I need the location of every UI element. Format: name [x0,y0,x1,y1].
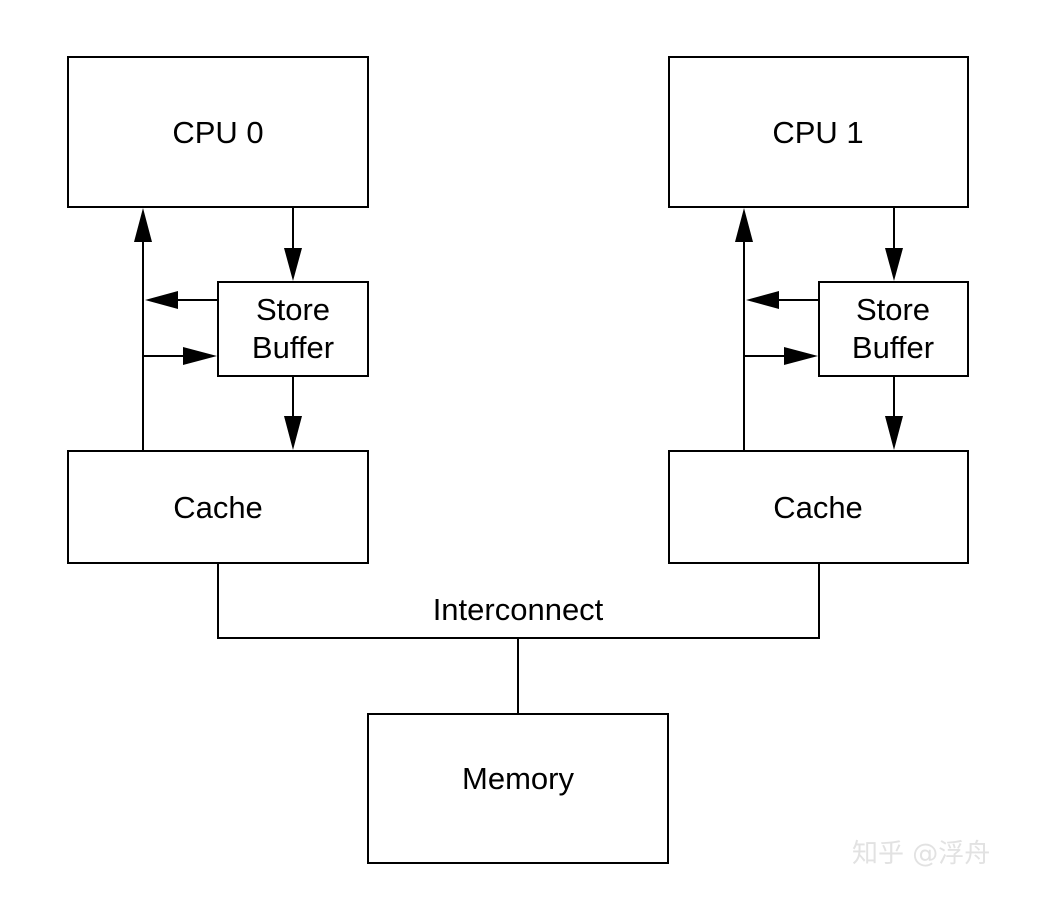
cpu0-label: CPU 0 [172,115,263,150]
arrow-down-icon [284,248,302,281]
arrow-up-icon [134,208,152,242]
cpu1-box [668,56,969,208]
arrow-right-icon [183,347,217,365]
cpu0-cache-label: Cache [173,490,263,525]
arrow-down-icon [885,248,903,281]
cpu1-group: CPU 1 Store Buffer Cache [668,56,969,564]
cpu1-label: CPU 1 [772,115,863,150]
interconnect-label: Interconnect [433,592,604,627]
cpu0-cache-box [67,450,369,564]
arrow-left-icon [746,291,779,309]
arrow-down-icon [284,416,302,450]
cpu1-cache-label: Cache [773,490,863,525]
cpu0-store-buffer-label-line2: Buffer [252,330,334,365]
cpu1-store-buffer-box [818,281,969,377]
cpu0-store-buffer-box [217,281,369,377]
arrow-right-icon [784,347,818,365]
cpu0-box [67,56,369,208]
memory-group: Memory [367,713,669,864]
cpu1-cache-box [668,450,969,564]
cpu1-store-buffer-label-line1: Store [856,292,930,327]
cpu0-group: CPU 0 Store Buffer Cache [67,56,369,564]
arrow-left-icon [145,291,178,309]
watermark-text: 知乎 @浮舟 [852,839,990,869]
interconnect-group: Interconnect [217,563,820,714]
memory-box [367,713,669,864]
cpu0-store-buffer-label-line1: Store [256,292,330,327]
arrow-up-icon [735,208,753,242]
memory-label: Memory [462,761,574,796]
arrow-down-icon [885,416,903,450]
cpu1-store-buffer-label-line2: Buffer [852,330,934,365]
